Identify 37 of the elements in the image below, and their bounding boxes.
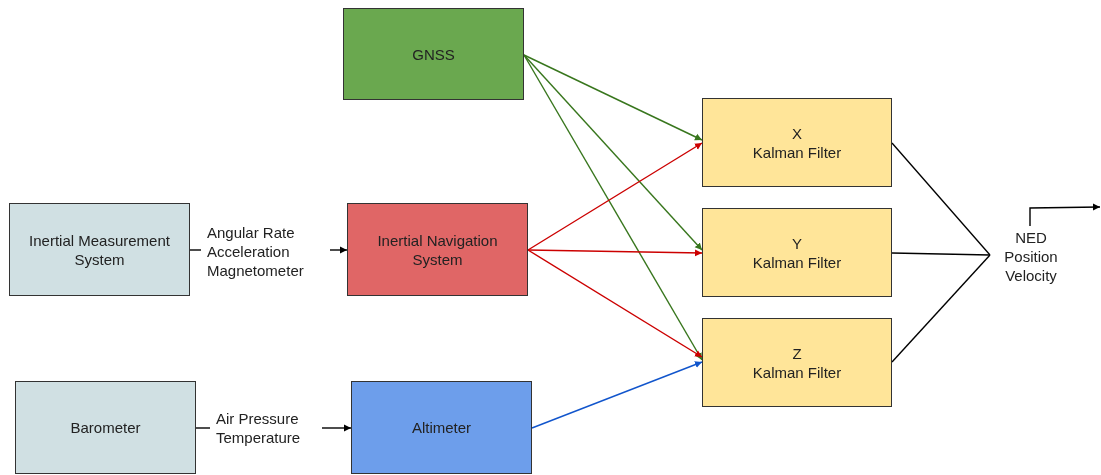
process-box: [702, 318, 892, 407]
arrow: [527, 249, 703, 358]
process-box: [702, 208, 892, 297]
process-box: [343, 8, 524, 100]
connector-line: [891, 142, 991, 256]
connector-line: [195, 427, 211, 429]
box-label: Inertial Navigation System: [376, 230, 499, 269]
arrow: [527, 249, 703, 257]
box-label: Barometer: [69, 418, 142, 437]
arrow: [527, 142, 703, 251]
arrow: [321, 424, 352, 432]
connector-line: [891, 254, 991, 363]
box-label: X: [791, 123, 803, 143]
arrow: [523, 54, 703, 141]
process-box: [347, 203, 528, 296]
box-label: Altimeter: [410, 418, 473, 437]
box-label: Z: [791, 343, 803, 363]
connector-line: [891, 252, 991, 256]
arrow: [523, 54, 703, 251]
connector-line: [189, 249, 202, 251]
box-label: Kalman Filter: [751, 362, 843, 382]
process-box: [9, 203, 190, 296]
arrow: [531, 361, 703, 429]
signal-text: Air Pressure Temperature: [210, 405, 322, 450]
arrow: [329, 246, 348, 254]
box-label: Inertial Measurement System: [28, 230, 171, 269]
arrow: [1029, 203, 1101, 227]
box-label: GNSS: [411, 44, 456, 64]
arrow: [523, 54, 703, 361]
process-box: [15, 381, 196, 474]
box-label: Y: [791, 233, 803, 253]
process-box: [702, 98, 892, 187]
signal-text: Angular Rate Acceleration Magnetometer: [201, 220, 330, 282]
process-box: [351, 381, 532, 474]
box-label: Kalman Filter: [751, 142, 843, 162]
box-label: Kalman Filter: [751, 252, 843, 272]
output-text: NED Position Velocity: [990, 226, 1072, 286]
